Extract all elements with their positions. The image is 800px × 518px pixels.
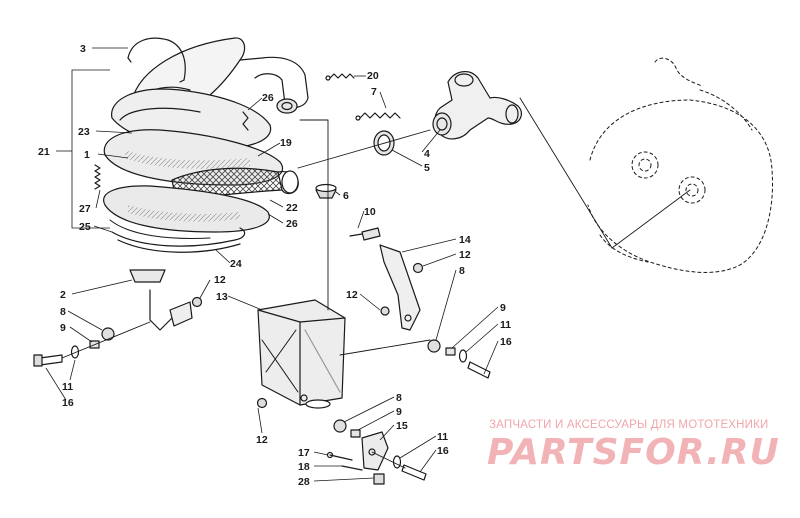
leader-clamp [371,451,406,469]
bushing-8-left [101,327,115,341]
bolt-17 [326,451,353,461]
callout-20: 20 [367,70,379,82]
mounting-bracket [379,244,421,331]
callout-7: 7 [371,86,377,98]
bolt-16-bottom [401,464,427,481]
callout-12-bottom: 12 [256,434,268,446]
muffler-box [257,299,346,409]
washer-11-left [70,345,80,359]
nut-12-upper [412,262,424,274]
callout-10: 10 [364,206,376,218]
engine-outline [587,57,773,273]
fitting-28 [373,473,385,485]
spring-27 [94,164,101,190]
callout-12-bracket: 12 [346,289,358,301]
callout-15: 15 [396,420,408,432]
grommet [315,183,337,199]
callout-16-left: 16 [62,397,74,409]
callout-13: 13 [216,291,228,303]
callout-19: 19 [280,137,292,149]
leader-engine-2 [611,189,691,249]
bolt-16-right [467,361,491,379]
callout-23: 23 [78,126,90,138]
leader-engine [519,97,613,249]
callout-22: 22 [286,202,298,214]
spacer-9-bottom [350,429,361,438]
leader-lines [45,47,499,482]
callout-8-left: 8 [60,306,66,318]
support-bracket [129,269,193,331]
callout-21: 21 [38,146,50,158]
watermark-logo: PARTSFOR.RU [487,432,780,473]
washer-11-bottom [392,455,402,469]
spring-26-upper [242,111,249,131]
bolt-16-left [33,354,63,367]
nut-12-left [191,296,203,308]
screw-18 [341,465,363,471]
callout-2: 2 [60,289,66,301]
callout-11-bottom: 11 [437,431,448,443]
expansion-chamber [103,37,309,253]
callout-11-right: 11 [500,319,511,331]
callout-1: 1 [84,149,90,161]
callout-11-left: 11 [62,381,73,393]
bushing-8-right [427,339,441,353]
washer-10 [349,227,381,241]
nut-12-bottom [256,397,268,409]
spring-20 [325,73,355,81]
clamp-15 [361,431,389,471]
callout-26-upper: 26 [262,92,274,104]
callout-12-left: 12 [214,274,226,286]
callout-18: 18 [298,461,310,473]
callout-17: 17 [298,447,310,459]
watermark-tagline: ЗАПЧАСТИ И АКСЕССУАРЫ ДЛЯ МОТОТЕХНИКИ [489,419,769,431]
callout-8-bottom: 8 [396,392,402,404]
spacer-9-right [445,347,456,356]
callout-14: 14 [459,234,471,246]
callout-25: 25 [79,221,91,233]
washer-11-right [458,349,468,363]
leader-bolt-left [61,321,151,359]
bushing-8-bottom [333,419,347,433]
exhaust-manifold [432,71,522,140]
leader-bracket [339,339,431,356]
callout-16-right: 16 [500,336,512,348]
callout-12-upper: 12 [459,249,471,261]
callout-numbers: 3 21 23 1 27 25 26 19 22 26 24 20 7 4 5 … [38,43,512,488]
leader-muffler [299,119,329,311]
callout-8-right: 8 [459,265,465,277]
callout-26-lower: 26 [286,218,298,230]
callout-4: 4 [424,148,430,160]
callout-3: 3 [80,43,86,55]
leader-pipe [297,129,431,169]
spring-7 [355,112,401,121]
callout-6: 6 [343,190,349,202]
hanger-rod [127,37,186,83]
callout-24: 24 [230,258,242,270]
callout-28: 28 [298,476,310,488]
callout-5: 5 [424,162,430,174]
callout-9-left: 9 [60,322,66,334]
callout-16-bottom: 16 [437,445,449,457]
callout-27: 27 [79,203,91,215]
callout-9-right: 9 [500,302,506,314]
nut-12-bracket [380,306,390,316]
callout-9-bottom: 9 [396,406,402,418]
